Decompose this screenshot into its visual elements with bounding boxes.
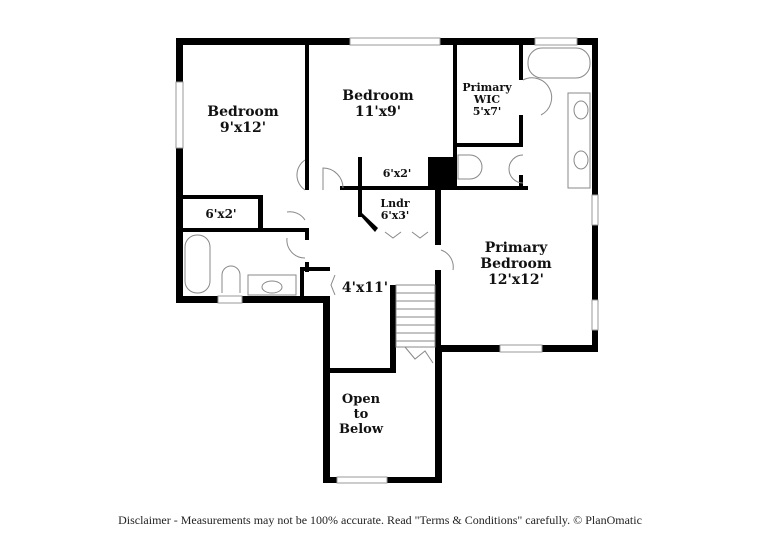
room-name: Primary xyxy=(485,240,548,256)
room-size: 9'x12' xyxy=(220,120,266,136)
room-name: Bedroom xyxy=(207,104,279,120)
windows xyxy=(175,37,599,484)
closet-size: 6'x2' xyxy=(205,207,236,221)
room-labels: Bedroom 9'x12' Bedroom 11'x9' Primary WI… xyxy=(205,81,551,437)
room-name-2: WIC xyxy=(473,93,500,106)
room-name-3: Below xyxy=(339,422,384,437)
room-name-2: Bedroom xyxy=(480,256,552,272)
room-size: 5'x7' xyxy=(473,105,502,118)
room-name-2: to xyxy=(354,407,369,422)
room-name: Bedroom xyxy=(342,88,414,104)
hall-size: 4'x11' xyxy=(342,280,388,296)
stairs xyxy=(395,284,436,364)
room-size: 11'x9' xyxy=(355,104,401,120)
room-name: Lndr xyxy=(380,197,409,210)
fixtures xyxy=(184,47,591,296)
room-name: Open xyxy=(342,392,381,407)
room-size: 12'x12' xyxy=(488,272,544,288)
closet-size: 6'x2' xyxy=(383,167,412,180)
room-name: Primary xyxy=(462,81,512,94)
room-size: 6'x3' xyxy=(381,209,410,222)
disclaimer: Disclaimer - Measurements may not be 100… xyxy=(118,513,642,527)
